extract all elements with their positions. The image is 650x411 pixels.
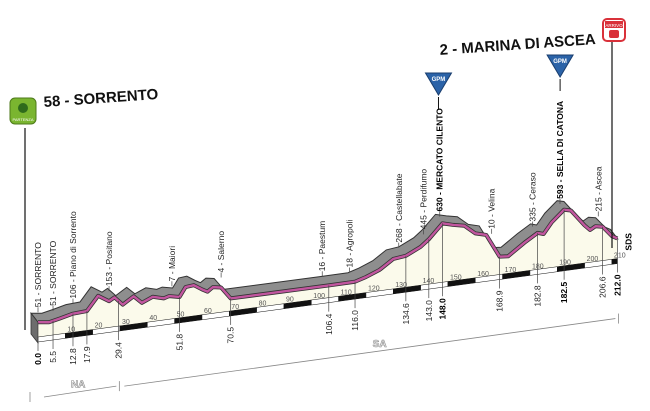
distance-label: 70.5: [226, 327, 236, 344]
distance-label: 206.6: [598, 276, 608, 298]
place-label: 51 - SORRENTO: [48, 240, 58, 305]
place-label: 268 - Castellabate: [394, 173, 404, 242]
start-badge-icon: PARTENZA: [9, 97, 37, 125]
distance-label: 51.8: [175, 334, 185, 351]
place-label: 51 - SORRENTO: [33, 242, 43, 307]
x-tick-label: 170: [505, 267, 517, 274]
distance-label: 17.9: [82, 346, 92, 363]
x-tick-label: 120: [368, 286, 380, 293]
place-label: 16 - Paestum: [317, 221, 327, 272]
distance-label: 116.0: [350, 310, 360, 331]
x-tick-label: 60: [204, 308, 212, 315]
place-label: 106 - Piano di Sorrento: [68, 211, 78, 299]
place-label: 445 - Perdifumo: [418, 169, 428, 230]
place-label: 153 - Positano: [104, 231, 114, 286]
gpm-marker-icon: [424, 72, 453, 96]
x-tick-label: 100: [313, 293, 325, 300]
place-label: 630 - MERCATO CILENTO: [435, 108, 445, 212]
distance-label: 168.9: [495, 290, 505, 312]
province-label: NA: [71, 380, 85, 391]
gpm-label: GPM: [553, 59, 567, 65]
distance-label: 182.5: [559, 282, 569, 304]
place-label: 18 - Agropoli: [345, 220, 355, 268]
distance-label: 5.5: [48, 351, 58, 363]
x-tick-label: 10: [67, 326, 75, 333]
x-tick-label: 40: [149, 315, 157, 322]
province-range-line: [43, 385, 117, 398]
finish-badge-label: ARRIVO: [605, 23, 623, 28]
distance-strip-segment: [611, 258, 618, 265]
distance-label: 143.0: [424, 300, 434, 322]
place-label: 4 - Salerno: [216, 231, 226, 273]
province-range-line: [124, 318, 616, 387]
sds-label: SDS: [623, 233, 633, 251]
x-tick-label: 110: [341, 289, 352, 296]
x-tick-label: 150: [450, 275, 462, 282]
x-tick-label: 30: [122, 319, 130, 326]
start-badge-label: PARTENZA: [13, 117, 34, 122]
profile-line: [37, 208, 618, 324]
x-tick-label: 70: [231, 304, 239, 311]
x-tick-label: 90: [286, 297, 294, 304]
province-label: SA: [373, 339, 387, 350]
profile-front-face: [38, 209, 618, 337]
distance-label: 0.0: [33, 353, 43, 365]
distance-label: 29.4: [113, 342, 123, 359]
place-label: 335 - Ceraso: [528, 172, 538, 221]
distance-label: 182.8: [533, 285, 543, 307]
x-tick-label: 80: [259, 300, 267, 307]
place-label: 215 - Ascea: [593, 166, 603, 211]
place-label: 7 - Maiori: [167, 246, 177, 282]
distance-label: 148.0: [437, 298, 447, 320]
x-tick-label: 130: [395, 282, 407, 289]
gpm-label: GPM: [432, 77, 446, 83]
place-label: 593 - SELLA DI CATONA: [555, 101, 565, 199]
distance-label: 12.8: [68, 348, 78, 365]
x-tick-label: 190: [559, 260, 571, 267]
distance-label: 134.6: [401, 303, 411, 325]
place-label: 10 - Velina: [487, 188, 497, 228]
x-tick-label: 210: [614, 252, 626, 259]
x-tick-label: 20: [95, 323, 103, 330]
distance-label: 106.4: [324, 313, 334, 335]
start-title: 58 - SORRENTO: [43, 86, 159, 111]
x-tick-label: 50: [177, 312, 185, 319]
finish-badge-icon: ARRIVO: [602, 18, 626, 42]
x-tick-label: 160: [477, 271, 489, 278]
distance-label: 212.0: [612, 274, 622, 296]
x-tick-label: 200: [587, 256, 599, 263]
gpm-marker-icon: [546, 54, 574, 78]
